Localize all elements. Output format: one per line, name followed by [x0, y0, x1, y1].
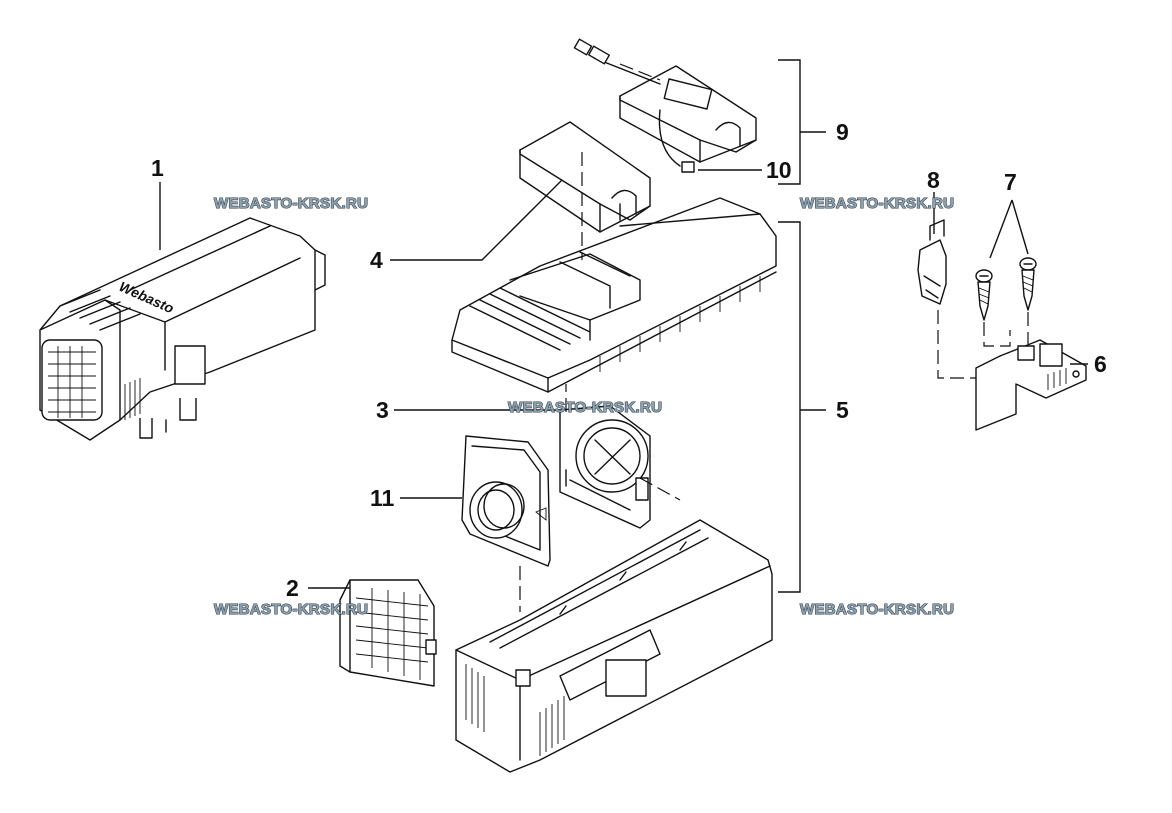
- callout-11: 11: [370, 485, 395, 511]
- front-grille: [339, 579, 437, 687]
- mounting-frame: [559, 405, 651, 529]
- watermark-4: WEBASTO-KRSK.RU: [214, 601, 368, 618]
- callout-7: 7: [1004, 169, 1017, 195]
- watermark-2: WEBASTO-KRSK.RU: [800, 195, 954, 212]
- watermark-3: WEBASTO-KRSK.RU: [508, 399, 662, 416]
- lower-housing-tray: [455, 519, 773, 773]
- heater-assembly: Webasto: [39, 217, 326, 441]
- callout-5: 5: [836, 397, 849, 423]
- small-cover: [519, 121, 651, 233]
- callout-1: 1: [151, 155, 164, 181]
- callout-4: 4: [370, 247, 383, 273]
- callout-10: 10: [766, 157, 792, 183]
- callout-8: 8: [927, 167, 940, 193]
- control-cover: [573, 38, 757, 173]
- callout-labels: 1 2 3 4 5 6 7 8 9 10 11: [151, 119, 1107, 601]
- screw-right: [1019, 257, 1037, 311]
- callout-6: 6: [1094, 351, 1107, 377]
- watermark-1: WEBASTO-KRSK.RU: [214, 195, 368, 212]
- connector-plug: [917, 219, 947, 305]
- upper-housing: [451, 197, 777, 393]
- air-intake-ring: [461, 435, 551, 567]
- circuit-board: [975, 339, 1087, 431]
- leader-lines: [159, 59, 1088, 593]
- callout-9: 9: [836, 119, 849, 145]
- callout-3: 3: [376, 397, 389, 423]
- watermark-5: WEBASTO-KRSK.RU: [800, 601, 954, 618]
- screw-left: [975, 269, 993, 321]
- watermarks: WEBASTO-KRSK.RU WEBASTO-KRSK.RU WEBASTO-…: [213, 194, 954, 618]
- callout-2: 2: [286, 575, 299, 601]
- assembly-guide-lines: [519, 63, 1029, 612]
